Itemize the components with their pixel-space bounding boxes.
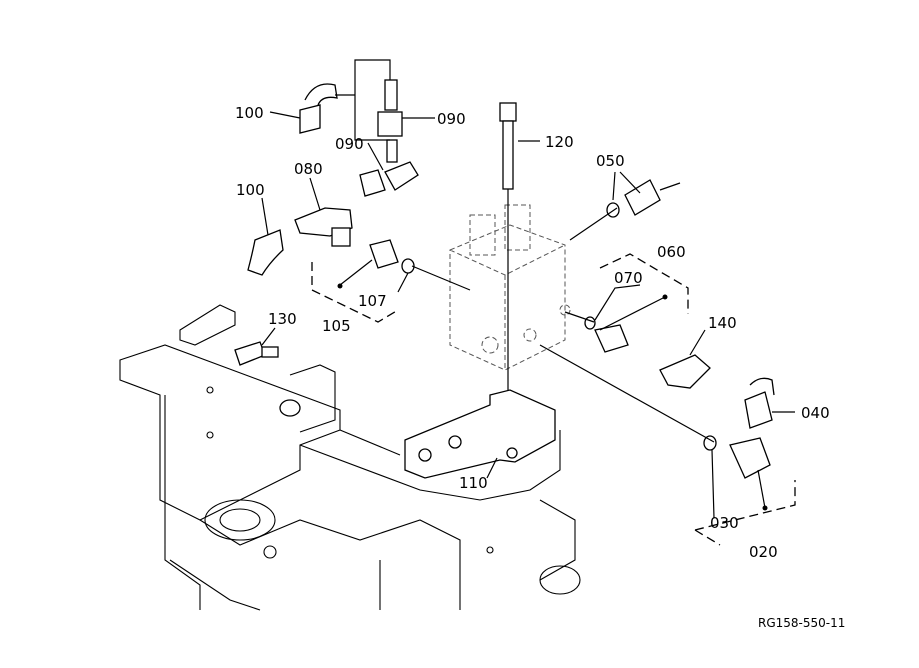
bracket-105 [311, 262, 399, 323]
label-050: 050 [596, 152, 625, 170]
label-020: 020 [749, 543, 778, 561]
bracket-020 [694, 480, 796, 546]
part-labels: 100 090 090 080 100 120 050 060 070 107 … [235, 104, 830, 561]
bracket-060 [599, 253, 689, 314]
label-100a: 100 [235, 104, 264, 122]
valve-block [449, 204, 571, 371]
label-090a: 090 [437, 110, 466, 128]
label-100b: 100 [236, 181, 265, 199]
label-040: 040 [801, 404, 830, 422]
label-110: 110 [459, 474, 488, 492]
drawing-code: RG158-550-11 [758, 616, 845, 630]
label-030: 030 [710, 514, 739, 532]
chassis-frame [119, 304, 581, 611]
fittings [234, 79, 775, 479]
bracket-110 [404, 389, 556, 479]
label-060: 060 [657, 243, 686, 261]
bolt-120 [499, 102, 517, 450]
o-rings [401, 202, 717, 451]
label-105: 105 [322, 317, 351, 335]
set-brackets [311, 253, 796, 546]
label-107: 107 [358, 292, 387, 310]
label-140: 140 [708, 314, 737, 332]
leader-lines [261, 59, 795, 519]
label-130: 130 [268, 310, 297, 328]
label-080: 080 [294, 160, 323, 178]
label-070: 070 [614, 269, 643, 287]
label-120: 120 [545, 133, 574, 151]
label-090b: 090 [335, 135, 364, 153]
